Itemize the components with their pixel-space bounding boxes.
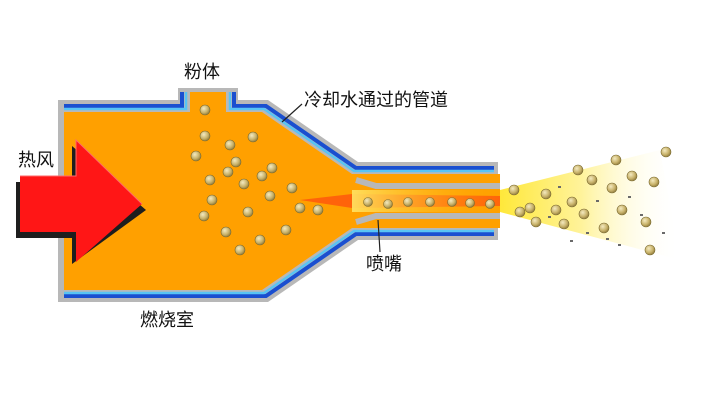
powder-particle <box>465 198 475 208</box>
powder-particle <box>606 182 618 194</box>
powder-particle <box>586 174 598 186</box>
powder-particle <box>524 202 536 214</box>
label-hot-air: 热风 <box>18 150 54 171</box>
powder-particle <box>256 170 268 182</box>
powder-particle <box>280 224 292 236</box>
spray-speck <box>606 238 609 240</box>
spray-speck <box>570 240 573 242</box>
powder-particle <box>224 139 236 151</box>
powder-particle <box>234 244 246 256</box>
powder-particle <box>242 206 254 218</box>
powder-particle <box>199 130 211 142</box>
powder-particle <box>230 156 242 168</box>
powder-particle <box>572 164 584 176</box>
powder-particle <box>648 176 660 188</box>
powder-particle <box>198 210 210 222</box>
spray-speck <box>628 196 631 198</box>
spray-speck <box>640 214 643 216</box>
powder-particle <box>425 197 435 207</box>
powder-particle <box>640 216 652 228</box>
powder-particle <box>566 196 578 208</box>
powder-particle <box>485 199 495 209</box>
powder-particle <box>403 197 413 207</box>
spray-speck <box>558 186 561 188</box>
spray-speck <box>548 216 551 218</box>
powder-particle <box>222 166 234 178</box>
spray-speck <box>662 232 665 234</box>
powder-particle <box>550 204 562 216</box>
powder-particle <box>254 234 266 246</box>
spray-speck <box>586 232 589 234</box>
powder-particle <box>530 216 542 228</box>
label-nozzle: 喷嘴 <box>366 254 402 275</box>
label-combustion-chamber: 燃烧室 <box>140 310 194 331</box>
powder-particle <box>540 188 552 200</box>
label-cooling-water-pipe: 冷却水通过的管道 <box>304 90 448 111</box>
spray-speck <box>596 200 599 202</box>
powder-particle <box>508 184 520 196</box>
powder-particle <box>626 170 638 182</box>
powder-particle <box>190 150 202 162</box>
hot-air-arrow <box>16 138 146 264</box>
powder-particle <box>206 194 218 206</box>
powder-particle <box>204 174 216 186</box>
powder-particle <box>247 131 259 143</box>
powder-particle <box>514 206 526 218</box>
powder-particle <box>660 146 672 158</box>
cooling-water-channel <box>64 92 500 298</box>
powder-particle <box>294 202 306 214</box>
powder-particle <box>383 199 393 209</box>
powder-particle <box>312 204 324 216</box>
label-leader-lines <box>281 103 381 253</box>
powder-particle <box>644 244 656 256</box>
powder-particle <box>220 226 232 238</box>
powder-particle <box>578 208 590 220</box>
spray-speck <box>618 244 621 246</box>
spray-specks <box>548 186 665 246</box>
powder-particle <box>447 197 457 207</box>
powder-particle <box>286 182 298 194</box>
powder-particles <box>190 104 672 256</box>
powder-particle <box>264 190 276 202</box>
powder-particle <box>266 162 278 174</box>
powder-particle <box>199 104 211 116</box>
powder-particle <box>610 154 622 166</box>
powder-particle <box>598 222 610 234</box>
combustion-flame <box>64 92 502 290</box>
powder-particle <box>238 178 250 190</box>
powder-particle <box>558 218 570 230</box>
powder-particle <box>363 197 373 207</box>
label-powder: 粉体 <box>184 62 220 83</box>
powder-particle <box>616 204 628 216</box>
